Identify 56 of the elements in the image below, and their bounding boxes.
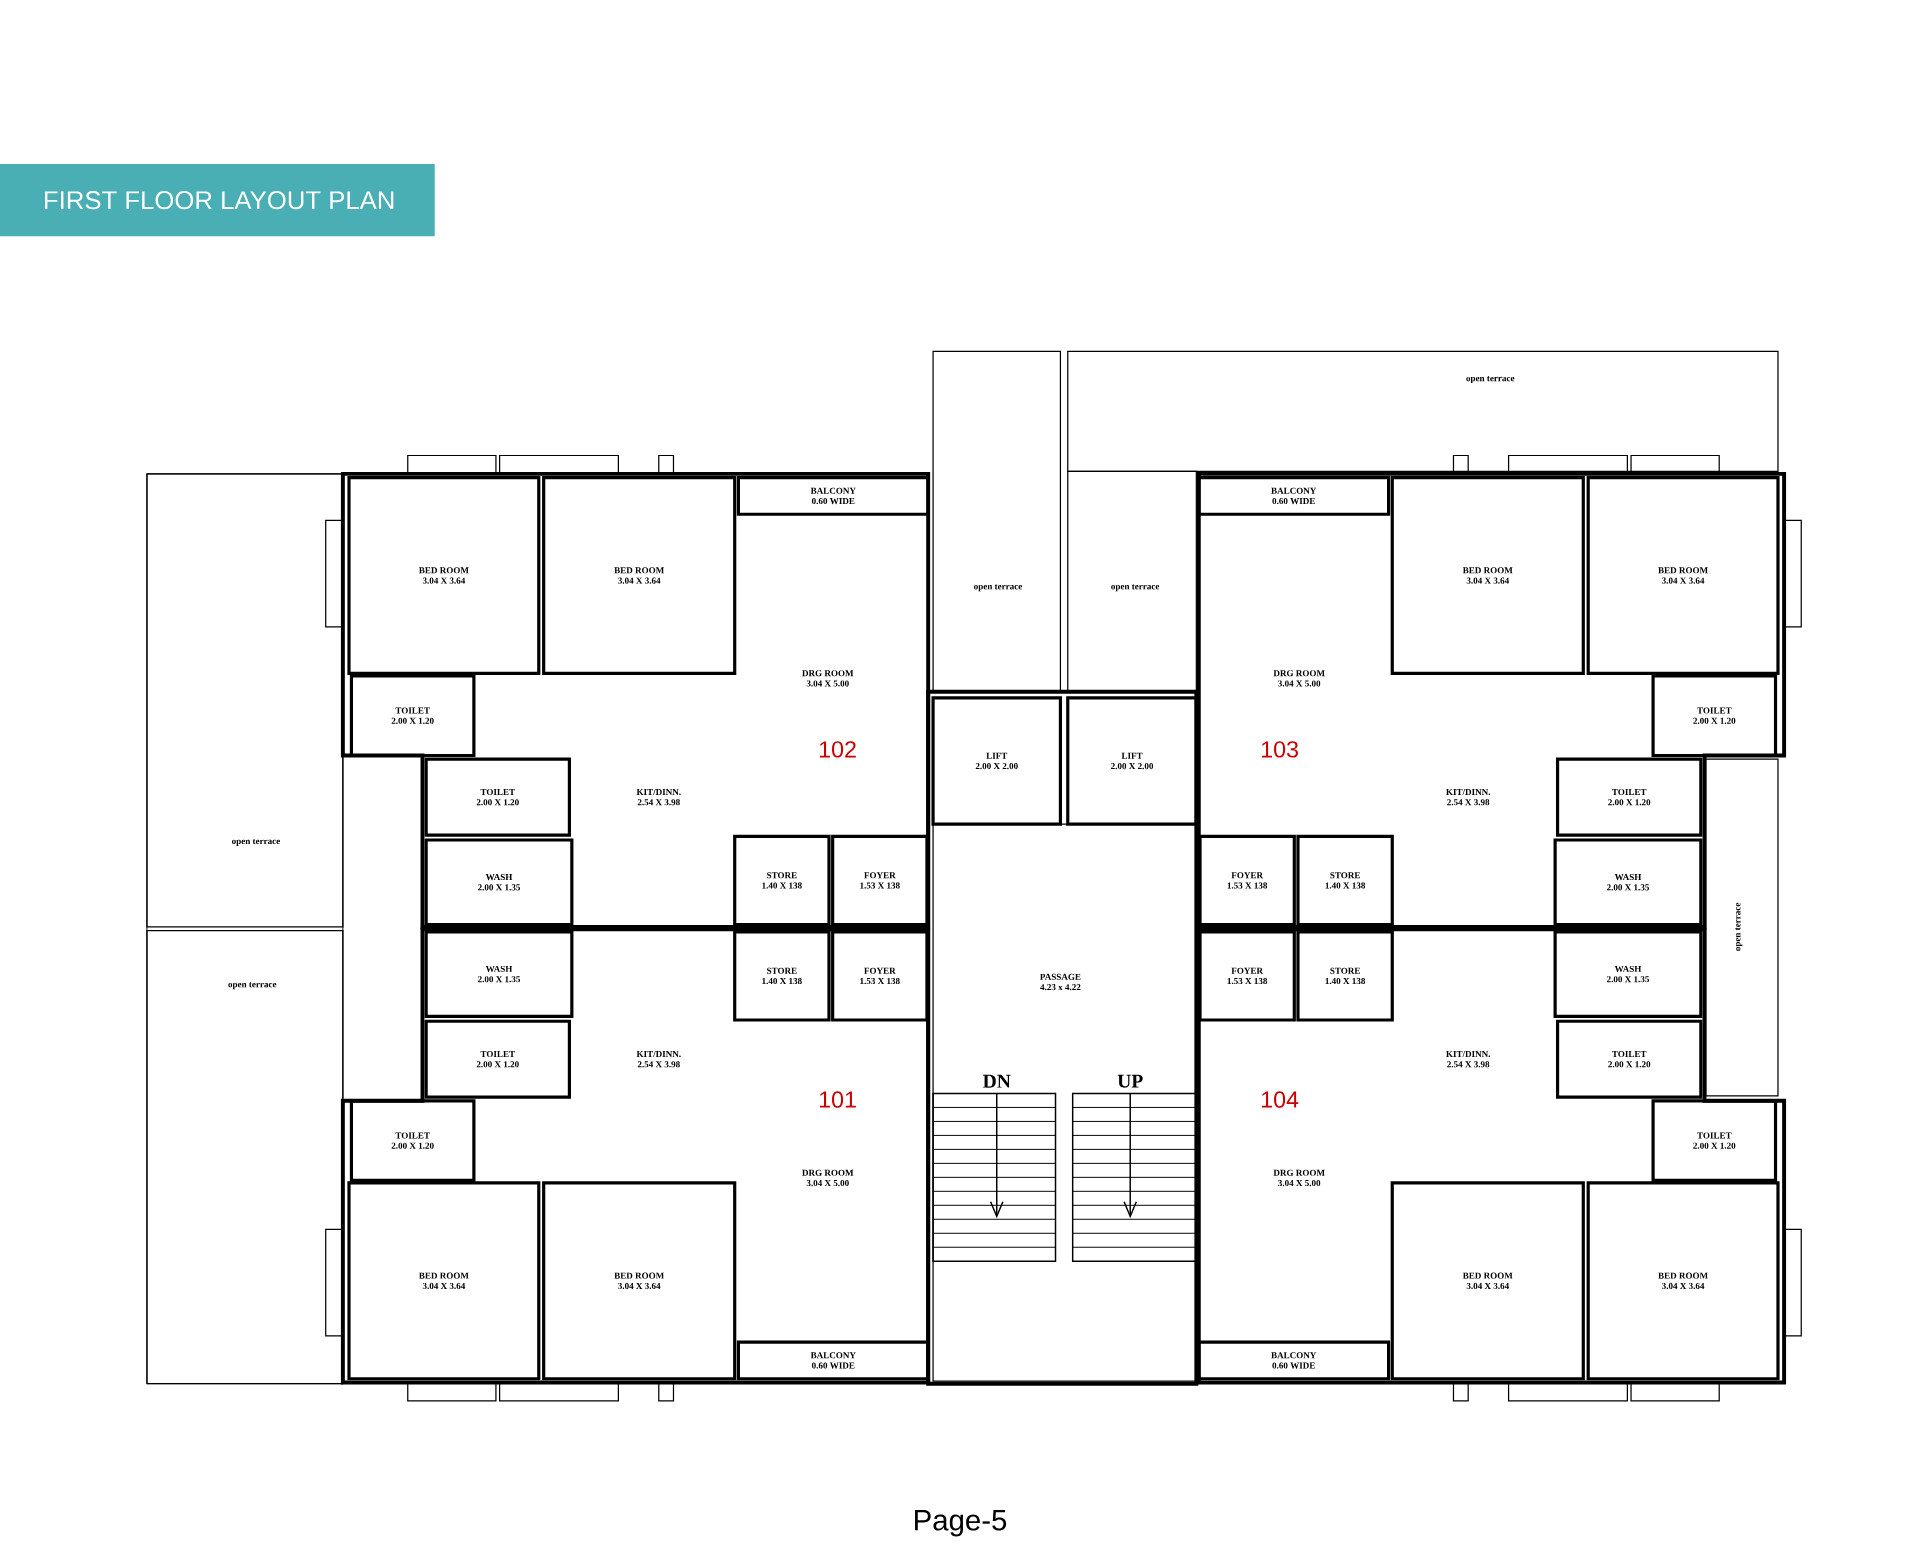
page-number: Page-5 [915, 1510, 1007, 1537]
flat-number: 102 [819, 741, 856, 758]
room-outline: BALCONY 0.60 WIDE [1197, 476, 1391, 517]
room-label: DRG ROOM 3.04 X 5.00 [802, 670, 854, 687]
terrace-area: open terrace [146, 930, 344, 1385]
room-outline: STORE 1.40 X 138 [1296, 930, 1394, 1022]
room-outline: BED ROOM 3.04 X 3.64 [542, 476, 737, 676]
stair-label: DN [982, 1075, 1011, 1088]
flat-number: 101 [819, 1091, 856, 1109]
room-outline: TOILET 2.00 X 1.20 [424, 757, 571, 837]
room-label: DRG ROOM 3.04 X 5.00 [802, 1170, 854, 1187]
room-outline: FOYER 1.53 X 138 [1198, 930, 1296, 1022]
room-label: KIT/DINN. 2.54 X 3.98 [636, 789, 681, 806]
room-outline: BED ROOM 3.04 X 3.64 [1390, 476, 1585, 676]
room-outline: WASH 2.00 X 1.35 [424, 930, 574, 1019]
room-outline: BED ROOM 3.04 X 3.64 [1586, 476, 1780, 676]
room-outline: STORE 1.40 X 138 [733, 930, 831, 1022]
room-outline: BED ROOM 3.04 X 3.64 [1390, 1181, 1585, 1381]
flat-number: 104 [1261, 1091, 1299, 1109]
room-outline: FOYER 1.53 X 138 [831, 930, 929, 1022]
room-outline: STORE 1.40 X 138 [733, 834, 831, 927]
room-outline: TOILET 2.00 X 1.20 [424, 1019, 571, 1099]
room-outline: FOYER 1.53 X 138 [831, 834, 929, 927]
room-outline: STORE 1.40 X 138 [1296, 834, 1394, 927]
terrace-area: open terrace [1067, 351, 1779, 473]
room-outline: BED ROOM 3.04 X 3.64 [542, 1181, 737, 1381]
terrace-area: open terrace [146, 473, 344, 928]
room-outline: WASH 2.00 X 1.35 [424, 838, 574, 927]
room-outline: BALCONY 0.60 WIDE [736, 1340, 930, 1381]
room-outline: FOYER 1.53 X 138 [1198, 834, 1296, 927]
room-label: KIT/DINN. 2.54 X 3.98 [1446, 789, 1491, 806]
room-outline: BED ROOM 3.04 X 3.64 [347, 1181, 541, 1381]
room-outline: TOILET 2.00 X 1.20 [1556, 1019, 1703, 1099]
stair-label: UP [1117, 1074, 1143, 1088]
room-outline: BED ROOM 3.04 X 3.64 [347, 476, 541, 676]
room-outline: BALCONY 0.60 WIDE [1197, 1340, 1391, 1381]
room-outline: LIFT 2.00 X 2.00 [931, 696, 1062, 826]
room-label: DRG ROOM 3.04 X 5.00 [1273, 670, 1325, 687]
room-outline: TOILET 2.00 X 1.20 [1651, 674, 1778, 758]
terrace-area: open terrace [1705, 758, 1779, 1097]
room-label: KIT/DINN. 2.54 X 3.98 [1446, 1051, 1491, 1068]
room-outline: WASH 2.00 X 1.35 [1553, 838, 1703, 927]
room-label: KIT/DINN. 2.54 X 3.98 [636, 1051, 681, 1068]
room-outline: BED ROOM 3.04 X 3.64 [1586, 1181, 1780, 1381]
room-outline: LIFT 2.00 X 2.00 [1066, 696, 1198, 826]
room-outline: TOILET 2.00 X 1.20 [1556, 757, 1703, 837]
terrace-area: open terrace [932, 351, 1062, 693]
room-outline: BALCONY 0.60 WIDE [736, 476, 930, 517]
title-banner: FIRST FLOOR LAYOUT PLAN [0, 164, 435, 237]
room-outline: TOILET 2.00 X 1.20 [349, 1099, 476, 1183]
room-outline: TOILET 2.00 X 1.20 [1651, 1099, 1778, 1183]
room-label: DRG ROOM 3.04 X 5.00 [1273, 1170, 1325, 1187]
room-outline: TOILET 2.00 X 1.20 [349, 674, 476, 758]
terrace-area: open terrace [1067, 471, 1197, 693]
flat-number: 103 [1261, 741, 1298, 758]
room-outline: WASH 2.00 X 1.35 [1553, 930, 1703, 1019]
